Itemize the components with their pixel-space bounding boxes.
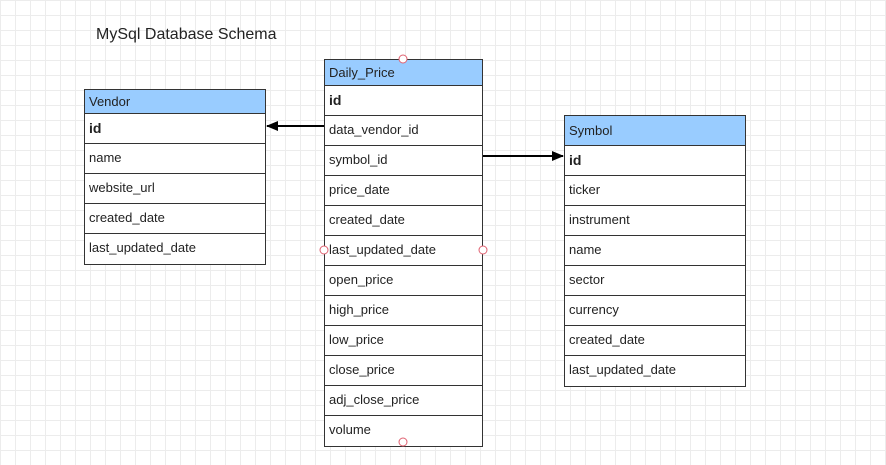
field-vendor-website-url: website_url: [85, 174, 265, 204]
diagram-title: MySql Database Schema: [96, 26, 277, 43]
field-daily-price-adj-close-price: adj_close_price: [325, 386, 482, 416]
field-daily-price-low-price: low_price: [325, 326, 482, 356]
field-daily-price-open-price: open_price: [325, 266, 482, 296]
field-daily-price-last-updated-date: last_updated_date: [325, 236, 482, 266]
field-symbol-sector: sector: [565, 266, 745, 296]
field-daily-price-symbol-id: symbol_id: [325, 146, 482, 176]
field-daily-price-high-price: high_price: [325, 296, 482, 326]
field-symbol-ticker: ticker: [565, 176, 745, 206]
field-symbol-name: name: [565, 236, 745, 266]
entity-vendor[interactable]: Vendor id name website_url created_date …: [84, 89, 266, 265]
field-symbol-id: id: [565, 146, 745, 176]
field-vendor-created-date: created_date: [85, 204, 265, 234]
field-daily-price-data-vendor-id: data_vendor_id: [325, 116, 482, 146]
field-vendor-name: name: [85, 144, 265, 174]
field-vendor-id: id: [85, 114, 265, 144]
field-symbol-currency: currency: [565, 296, 745, 326]
entity-symbol[interactable]: Symbol id ticker instrument name sector …: [564, 115, 746, 387]
entity-header-daily-price: Daily_Price: [325, 60, 482, 86]
field-symbol-created-date: created_date: [565, 326, 745, 356]
field-daily-price-price-date: price_date: [325, 176, 482, 206]
field-daily-price-id: id: [325, 86, 482, 116]
field-daily-price-created-date: created_date: [325, 206, 482, 236]
entity-daily-price[interactable]: Daily_Price id data_vendor_id symbol_id …: [324, 59, 483, 447]
entity-header-symbol: Symbol: [565, 116, 745, 146]
field-vendor-last-updated-date: last_updated_date: [89, 240, 196, 255]
entity-header-vendor: Vendor: [85, 90, 265, 114]
field-daily-price-volume: volume: [329, 422, 371, 437]
field-symbol-instrument: instrument: [565, 206, 745, 236]
field-symbol-last-updated-date: last_updated_date: [569, 362, 676, 377]
field-daily-price-close-price: close_price: [325, 356, 482, 386]
